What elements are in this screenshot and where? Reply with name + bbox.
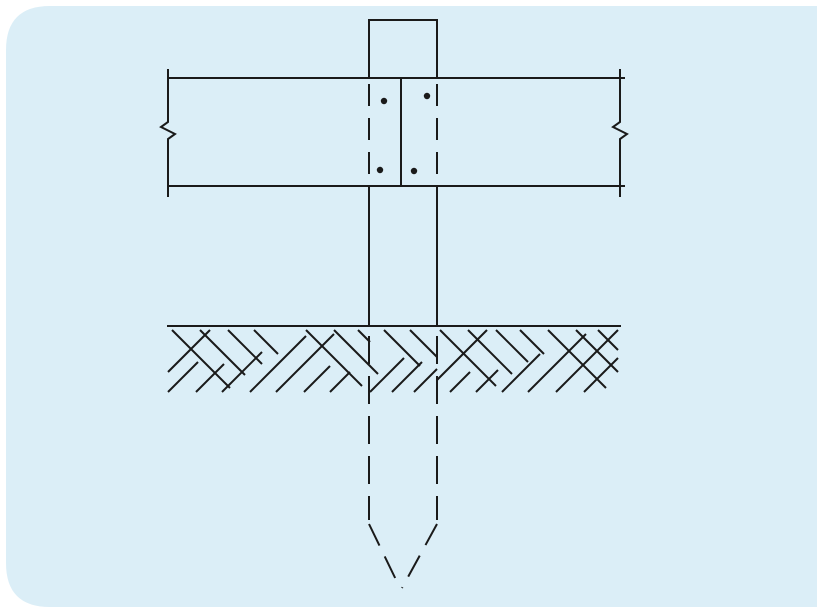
post xyxy=(368,19,438,327)
embedded-post xyxy=(368,336,438,589)
ground-hatching xyxy=(167,329,619,393)
rail xyxy=(159,69,629,197)
bolt-top-left xyxy=(380,97,388,105)
ground xyxy=(167,325,621,393)
bolt-top-right xyxy=(423,92,431,100)
rail-break-right xyxy=(611,69,629,197)
bolt-bottom-right xyxy=(410,167,418,175)
panel-background xyxy=(6,6,817,607)
rail-break-left xyxy=(159,69,177,197)
bolt-bottom-left xyxy=(376,166,384,174)
